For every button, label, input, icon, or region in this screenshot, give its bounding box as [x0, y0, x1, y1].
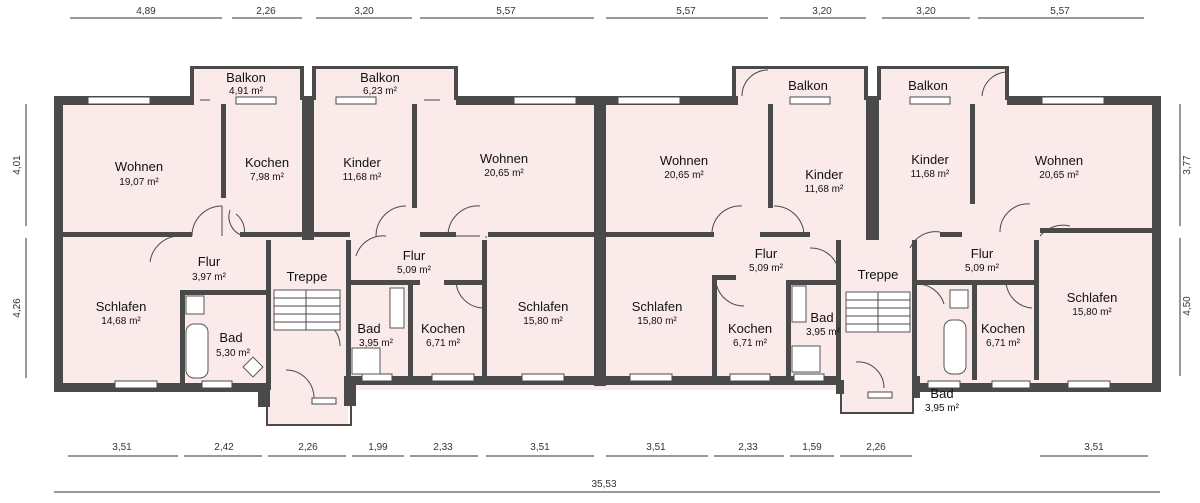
room-label-flur-3: Flur — [755, 246, 778, 261]
doors — [149, 69, 1071, 399]
dim-left-2: 4,26 — [12, 298, 23, 318]
room-area-flur-2: 5,09 m² — [397, 265, 432, 276]
room-label-flur-4: Flur — [971, 246, 994, 261]
room-label-kinder-3: Kinder — [911, 152, 949, 167]
room-area-flur-4: 5,09 m² — [965, 263, 1000, 274]
room-label-bad-4: Bad — [930, 386, 953, 401]
room-area-kinder-2: 11,68 m² — [805, 184, 844, 195]
dim-bottom-1: 3,51 — [112, 442, 132, 453]
room-area-wohnen-4: 20,65 m² — [1039, 170, 1079, 181]
fixtures — [185, 285, 969, 379]
dim-top-5: 5,57 — [676, 6, 696, 17]
room-area-balkon-2: 6,23 m² — [363, 86, 398, 97]
dim-total: 35,53 — [591, 479, 616, 490]
room-area-kinder-1: 11,68 m² — [343, 172, 382, 183]
dimension-labels: 4,89 2,26 3,20 5,57 5,57 3,20 3,20 5,57 … — [12, 6, 1193, 490]
room-area-kochen-1: 7,98 m² — [250, 172, 285, 183]
dim-bottom-3: 2,26 — [298, 442, 318, 453]
windows — [87, 96, 1111, 405]
dim-top-1: 4,89 — [136, 6, 156, 17]
dim-top-8: 5,57 — [1050, 6, 1070, 17]
room-label-wohnen-4: Wohnen — [1035, 153, 1083, 168]
room-label-kochen-3: Kochen — [728, 321, 772, 336]
room-label-wohnen-2: Wohnen — [480, 151, 528, 166]
room-area-schlafen-1: 14,68 m² — [101, 316, 141, 327]
room-label-balkon-2: Balkon — [360, 70, 400, 85]
dim-top-4: 5,57 — [496, 6, 516, 17]
room-area-bad-2: 3,95 m² — [359, 338, 394, 349]
room-area-wohnen-3: 20,65 m² — [664, 170, 704, 181]
dim-right-1: 3,77 — [1182, 155, 1193, 175]
dim-top-3: 3,20 — [354, 6, 374, 17]
room-label-bad-1: Bad — [219, 330, 242, 345]
room-area-kochen-3: 6,71 m² — [733, 338, 768, 349]
dim-bottom-5: 2,33 — [433, 442, 453, 453]
room-label-treppe-1: Treppe — [287, 269, 328, 284]
room-label-schlafen-3: Schlafen — [632, 299, 683, 314]
room-label-balkon-1: Balkon — [226, 70, 266, 85]
room-label-schlafen-2: Schlafen — [518, 299, 569, 314]
room-area-kochen-4: 6,71 m² — [986, 338, 1021, 349]
room-label-kochen-2: Kochen — [421, 321, 465, 336]
room-area-schlafen-2: 15,80 m² — [523, 316, 563, 327]
room-label-kochen-4: Kochen — [981, 321, 1025, 336]
dim-bottom-10: 2,26 — [866, 442, 886, 453]
room-label-balkon-4: Balkon — [908, 78, 948, 93]
stairs — [273, 289, 911, 333]
room-label-wohnen-3: Wohnen — [660, 153, 708, 168]
room-area-flur-3: 5,09 m² — [749, 263, 784, 274]
dim-top-6: 3,20 — [812, 6, 832, 17]
dim-bottom-7: 3,51 — [646, 442, 666, 453]
room-label-flur-2: Flur — [403, 248, 426, 263]
room-area-schlafen-3: 15,80 m² — [637, 316, 677, 327]
room-label-kinder-2: Kinder — [805, 167, 843, 182]
room-labels: Wohnen 19,07 m² Kochen 7,98 m² Kinder 11… — [96, 70, 1118, 414]
dim-right-2: 4,50 — [1182, 296, 1193, 316]
room-label-bad-3: Bad — [810, 310, 833, 325]
dimension-lines — [25, 17, 1181, 493]
dim-top-2: 2,26 — [256, 6, 276, 17]
dim-left-1: 4,01 — [12, 155, 23, 175]
dim-bottom-8: 2,33 — [738, 442, 758, 453]
room-label-bad-2: Bad — [357, 321, 380, 336]
room-area-kochen-2: 6,71 m² — [426, 338, 461, 349]
room-area-wohnen-1: 19,07 m² — [119, 177, 159, 188]
room-area-bad-1: 5,30 m² — [216, 348, 251, 359]
room-label-schlafen-1: Schlafen — [96, 299, 147, 314]
room-area-bad-3: 3,95 m² — [806, 327, 841, 338]
room-area-bad-4: 3,95 m² — [925, 403, 960, 414]
dim-bottom-4: 1,99 — [368, 442, 388, 453]
room-label-flur-1: Flur — [198, 254, 221, 269]
room-label-treppe-2: Treppe — [858, 267, 899, 282]
room-label-kochen-1: Kochen — [245, 155, 289, 170]
room-area-schlafen-4: 15,80 m² — [1072, 307, 1112, 318]
walls — [54, 66, 1161, 426]
room-area-kinder-3: 11,68 m² — [911, 169, 950, 180]
dim-top-7: 3,20 — [916, 6, 936, 17]
dim-bottom-2: 2,42 — [214, 442, 234, 453]
room-area-wohnen-2: 20,65 m² — [484, 168, 524, 179]
dim-bottom-11: 3,51 — [1084, 442, 1104, 453]
dim-bottom-6: 3,51 — [530, 442, 550, 453]
room-label-balkon-3: Balkon — [788, 78, 828, 93]
room-label-wohnen-1: Wohnen — [115, 159, 163, 174]
dim-bottom-9: 1,59 — [802, 442, 822, 453]
room-area-flur-1: 3,97 m² — [192, 272, 227, 283]
room-area-balkon-1: 4,91 m² — [229, 86, 264, 97]
room-label-schlafen-4: Schlafen — [1067, 290, 1118, 305]
room-label-kinder-1: Kinder — [343, 155, 381, 170]
